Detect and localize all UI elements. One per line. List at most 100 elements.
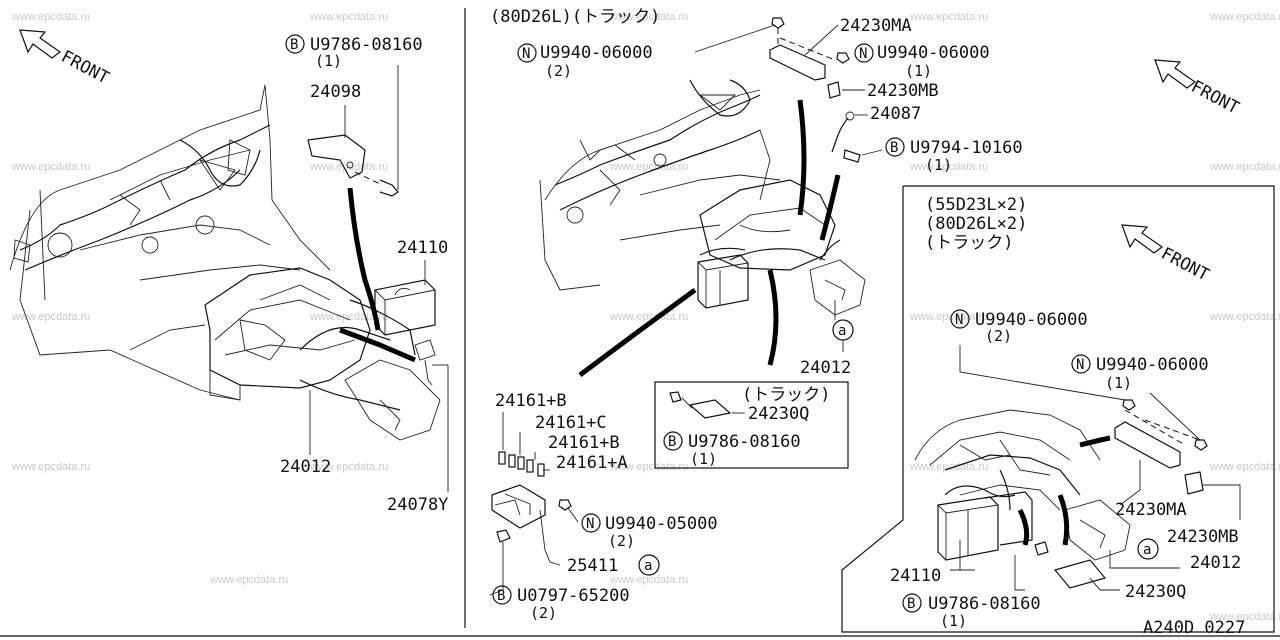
harness-thick-mid-2 (819, 174, 841, 241)
nut-code: U9940-06000 (975, 310, 1088, 330)
bolt-code: U9786-08160 (310, 35, 423, 55)
bolt-qty: (1) (925, 156, 952, 174)
bolt-prefix: B (290, 37, 298, 53)
engine-bay-right (914, 409, 1131, 561)
relay-25411 (491, 484, 561, 566)
label-fuse-2: 24161+C (535, 413, 607, 433)
nut-prefix: N (522, 46, 530, 62)
n-circle (1071, 354, 1091, 374)
nut-qty: (1) (1105, 374, 1132, 392)
fuse-links: 24161+B 24161+C 24161+B 24161+A (495, 391, 628, 477)
label-fuse-4: 24161+A (556, 453, 628, 473)
b-circle (492, 585, 512, 605)
circle-a-label: a (838, 323, 846, 339)
label-mid-spec: (80D26L)(トラック) (490, 7, 660, 27)
bracket-24230ma-mid (769, 24, 839, 81)
bolt-code: U0797-65200 (517, 586, 630, 606)
label-nut-u9940-right-a: N U9940-06000 (2) (950, 309, 1126, 401)
label-24110-right: 24110 (890, 566, 941, 586)
watermark: www.epcdata.ru (309, 11, 388, 23)
bolt-prefix: B (497, 588, 505, 604)
label-24087: 24087 (870, 104, 921, 124)
n-circle (854, 43, 874, 63)
nut-mid-d (558, 499, 572, 511)
truck-box-title: (トラック) (742, 385, 830, 405)
bolt-prefix: B (907, 596, 915, 612)
label-bolt-u9786-right: B U9786-08160 (1) (902, 593, 1041, 630)
bolt-code: U9786-08160 (928, 594, 1041, 614)
watermark: www.epcdata.ru (909, 11, 988, 23)
circle-a-right: a (1109, 538, 1180, 569)
nut-prefix: N (586, 516, 594, 532)
watermark: www.epcdata.ru (309, 461, 388, 473)
nut-code: U9940-06000 (1096, 355, 1209, 375)
engine-bay-left (9, 84, 441, 441)
label-24098: 24098 (310, 82, 361, 102)
label-bolt-u9794: B U9794-10160 (1) (885, 137, 1023, 174)
b-circle (285, 34, 305, 54)
n-circle (517, 43, 537, 63)
variant-frame (841, 185, 1275, 633)
harness-thick-mid-4 (767, 269, 779, 366)
label-24012-right: 24012 (1190, 553, 1241, 573)
label-24012-left: 24012 (280, 457, 331, 477)
bolt-u9786-left (354, 65, 399, 197)
watermark: www.epcdata.ru (309, 311, 388, 323)
label-nut-u9940-mid-b: N U9940-06000 (1) (854, 43, 990, 80)
label-24230mb-mid: 24230MB (867, 81, 939, 101)
label-24230q-right: 24230Q (1125, 582, 1186, 602)
watermark: www.epcdata.ru (309, 161, 388, 173)
bolt-qty: (1) (315, 52, 342, 70)
harness-thick-left-2 (339, 327, 416, 363)
watermark: www.epcdata.ru (609, 11, 688, 23)
label-bolt-u9786-left: B U9786-08160 (1) (285, 34, 423, 70)
label-fuse-1: 24161+B (495, 391, 567, 411)
label-24230mb-right: 24230MB (1167, 527, 1239, 547)
harness-thick-left (347, 187, 381, 331)
label-spec-3: (トラック) (925, 233, 1013, 253)
watermark: www.epcdata.ru (1209, 611, 1280, 623)
n-circle (581, 513, 601, 533)
harness-thick-mid-1 (797, 99, 807, 216)
nut-right-a (1122, 399, 1136, 411)
label-nut-u9940-mid-a: N U9940-06000 (2) (517, 24, 776, 80)
front-arrow-left: FRONT (19, 29, 112, 88)
bracket-24230mb-mid (827, 81, 841, 99)
nut-qty: (2) (985, 327, 1012, 345)
nut-right-b (1194, 439, 1208, 451)
label-24012-mid: 24012 (800, 358, 851, 378)
circle-a-label: a (644, 558, 652, 574)
bracket-24230ma-right (1114, 409, 1201, 506)
nut-qty: (2) (545, 62, 572, 80)
watermark: www.epcdata.ru (209, 574, 288, 586)
front-arrow-right-top: FRONT (1154, 59, 1242, 118)
watermark: www.epcdata.ru (1209, 311, 1280, 323)
watermark: www.epcdata.ru (11, 461, 90, 473)
b-circle (902, 593, 922, 613)
nut-prefix: N (859, 46, 867, 62)
watermark: www.epcdata.ru (11, 11, 90, 23)
b-circle (663, 431, 683, 451)
watermark: www.epcdata.ru (909, 161, 988, 173)
front-label: FRONT (1158, 244, 1213, 286)
nut-mid-b (836, 52, 850, 64)
watermark: www.epcdata.ru (11, 311, 90, 323)
bolt-prefix: B (668, 434, 676, 450)
label-spec-1: (55D23L×2) (925, 195, 1027, 215)
nut-code: U9940-06000 (540, 43, 653, 63)
label-25411: 25411 (567, 556, 618, 576)
truck-box: (トラック) 24230Q B U9786-08160 (1) (654, 381, 849, 469)
bracket-24230q-right (1053, 559, 1107, 589)
nut-code: U9940-06000 (877, 43, 990, 63)
label-24230ma-right: 24230MA (1115, 500, 1187, 520)
nut-qty: (2) (608, 532, 635, 550)
circle-a-label: a (1143, 542, 1151, 558)
truck-box-bolt-code: U9786-08160 (688, 432, 801, 452)
bolt-prefix: B (890, 140, 898, 156)
nut-mid-top (771, 17, 785, 45)
bracket-24098 (307, 134, 366, 179)
watermark: www.epcdata.ru (11, 161, 90, 173)
watermark: www.epcdata.ru (909, 461, 988, 473)
label-fuse-3: 24161+B (548, 433, 620, 453)
page-code: A240D 0227 (1143, 618, 1245, 638)
